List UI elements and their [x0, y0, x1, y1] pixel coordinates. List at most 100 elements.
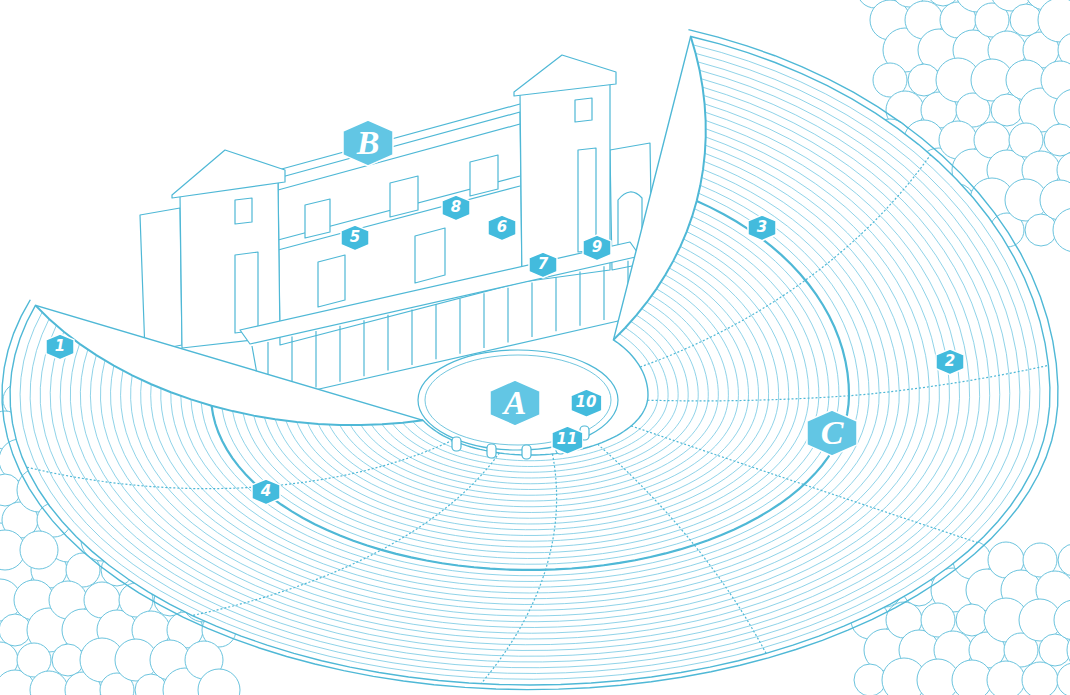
diazoma — [212, 201, 849, 570]
column — [411, 309, 412, 364]
stage-deck — [240, 242, 640, 344]
column — [435, 304, 436, 359]
tower-window — [575, 98, 592, 122]
callout-hexagon: 11 — [551, 425, 584, 455]
callout-number: 4 — [261, 484, 271, 499]
seat-row — [30, 53, 1030, 673]
seat-row — [111, 121, 950, 628]
seat-row — [191, 185, 869, 581]
side-wing — [140, 208, 182, 352]
callout-hexagon: C — [806, 409, 858, 457]
seat-row — [121, 129, 940, 622]
seat-row — [329, 282, 738, 507]
callout-number: 9 — [592, 240, 602, 255]
tree-foliage — [1058, 544, 1070, 576]
callout-number: 5 — [350, 230, 360, 245]
callout-number: 11 — [557, 432, 578, 447]
tree-foliage — [956, 604, 988, 636]
seat-row — [151, 153, 910, 604]
seat-row — [40, 62, 1020, 668]
column — [459, 299, 460, 354]
tree-foliage — [952, 660, 992, 695]
seat-row — [243, 224, 819, 553]
column — [579, 272, 580, 326]
altar-stone — [487, 444, 496, 458]
seat-row — [50, 70, 1010, 662]
tree-foliage — [1044, 124, 1070, 156]
aisle — [648, 365, 1049, 400]
pediment — [172, 150, 285, 198]
altar-stone — [522, 445, 531, 459]
tower-window — [235, 198, 252, 224]
seat-row — [101, 112, 960, 633]
seat-row — [254, 232, 809, 547]
upper-opening — [470, 155, 498, 196]
tree-foliage — [1054, 600, 1070, 640]
seat-row — [318, 275, 748, 512]
outer-rim — [2, 30, 1058, 690]
seat-row — [201, 193, 859, 575]
upper-opening — [390, 176, 418, 217]
seat-row — [340, 289, 729, 501]
column — [315, 331, 316, 387]
door — [415, 228, 445, 283]
callout-number: 1 — [55, 339, 65, 354]
parodos-wall — [613, 36, 705, 339]
callout-hexagon: 6 — [487, 214, 517, 242]
callout-number: 10 — [576, 395, 597, 410]
hexagon-outline — [807, 410, 857, 456]
callout-hexagon: 1 — [45, 333, 75, 361]
column — [507, 288, 508, 343]
seat-row — [90, 104, 969, 639]
column — [603, 266, 604, 320]
column — [531, 282, 532, 337]
tree-foliage — [1039, 634, 1070, 666]
seat-row — [161, 161, 899, 598]
callout-hexagon: A — [489, 379, 541, 427]
tower — [520, 84, 610, 282]
seat-row — [60, 79, 999, 656]
seat-row — [361, 302, 708, 489]
callout-number: C — [821, 416, 844, 450]
parodos-wall — [35, 305, 423, 425]
callout-number: 7 — [538, 257, 548, 272]
hexagon-outline — [552, 426, 583, 454]
callout-hexagon: B — [342, 119, 394, 167]
hexagon-outline — [571, 389, 602, 417]
aisle — [631, 426, 977, 543]
seat-row — [264, 239, 798, 541]
aisle — [26, 440, 452, 488]
callout-number: 2 — [945, 354, 955, 369]
column — [363, 320, 364, 376]
tree-foliage — [52, 644, 84, 676]
callout-hexagon: 9 — [582, 234, 612, 262]
upper-opening — [305, 199, 330, 238]
hexagon-outline — [343, 120, 393, 166]
hexagon-outline — [748, 215, 776, 241]
cavea-seating — [10, 36, 1050, 685]
door — [318, 255, 345, 307]
seat-row — [70, 87, 989, 650]
tower — [180, 182, 280, 348]
aisle — [481, 454, 557, 684]
hexagon-outline — [341, 225, 369, 251]
seat-row — [20, 45, 1040, 679]
seat-row — [307, 268, 758, 518]
seat-row — [80, 96, 979, 645]
column — [555, 277, 556, 331]
callout-hexagon: 10 — [570, 388, 603, 418]
hexagon-outline — [488, 215, 516, 241]
seat-row — [413, 334, 658, 461]
pediment — [514, 55, 616, 96]
seat-row — [382, 315, 688, 478]
callout-hexagon: 2 — [935, 348, 965, 376]
callout-number: 8 — [451, 200, 461, 215]
seat-row — [372, 309, 699, 484]
column — [483, 293, 484, 348]
seat-row — [403, 328, 668, 467]
callout-hexagon: 7 — [528, 251, 558, 279]
callout-hexagon: 4 — [251, 478, 281, 506]
seat-row — [141, 145, 920, 610]
tree-foliage — [20, 531, 58, 569]
